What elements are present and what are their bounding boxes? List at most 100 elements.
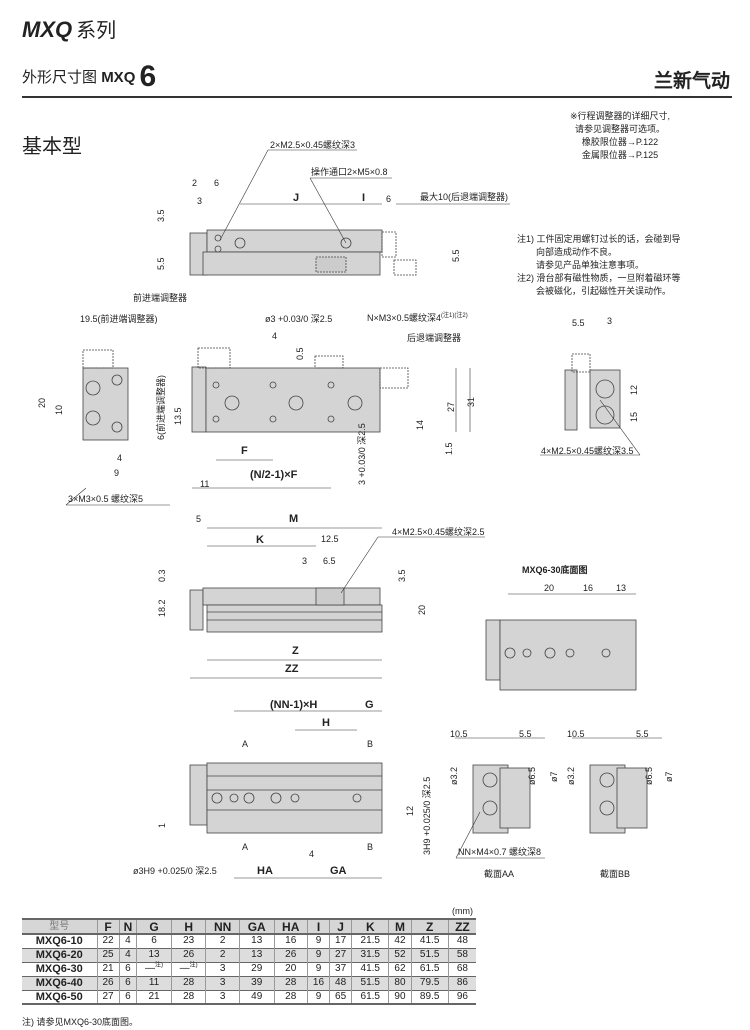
cell-value: 6 xyxy=(125,977,131,988)
dim-H: H xyxy=(322,717,330,729)
table-cell: 3 xyxy=(205,990,240,1004)
cell-value: 16 xyxy=(312,977,325,988)
cell-value: MXQ6-20 xyxy=(35,949,83,961)
cell-value: 25 xyxy=(102,949,114,960)
table-cell: 51.5 xyxy=(410,948,449,962)
note-line: 注2) 滑台部有磁性物质，一旦附着磁环等 xyxy=(517,273,681,283)
table-cell: 39 xyxy=(238,976,275,990)
cell-value: 48 xyxy=(335,977,347,988)
table-cell: 61.5 xyxy=(351,990,389,1004)
subtitle-model: MXQ xyxy=(101,69,136,86)
table-cell: 49 xyxy=(238,990,275,1004)
cell-value: — xyxy=(179,963,190,974)
cell-value: 13 xyxy=(251,949,263,960)
table-cell: 41.5 xyxy=(351,962,389,976)
table-cell: 6 xyxy=(118,962,137,976)
table-cell: 48 xyxy=(447,934,476,948)
table-cell: 23 xyxy=(170,934,206,948)
cell-value: 68 xyxy=(456,963,468,974)
table-cell: 27 xyxy=(96,990,120,1004)
section-marker-a: A xyxy=(242,842,249,852)
series-model: MXQ xyxy=(22,17,73,42)
tap-callout: 4×M2.5×0.45螺纹深3.5 xyxy=(541,446,634,456)
column-header: H xyxy=(170,918,206,935)
cell-value: 6 xyxy=(125,963,131,974)
cell-value: — xyxy=(145,963,156,974)
note-line: 请参见调整器可选项。 xyxy=(575,124,666,134)
table-cell: 9 xyxy=(306,962,330,976)
cell-note-marker: 注) xyxy=(155,962,164,969)
cell-value: 6 xyxy=(125,990,131,1002)
dim-label: 5.5 xyxy=(636,729,649,739)
dim-label: 1.5 xyxy=(444,442,454,455)
table-cell: 6 xyxy=(118,976,137,990)
table-cell: 68 xyxy=(447,962,476,976)
table-cell: 13 xyxy=(136,948,172,962)
table-cell: 28 xyxy=(170,990,206,1004)
dim-label: 1 xyxy=(157,822,167,828)
table-cell: 26 xyxy=(170,948,206,962)
cell-value: 39 xyxy=(251,977,263,988)
table-cell: 9 xyxy=(306,990,330,1004)
cell-value: 3 xyxy=(219,963,226,974)
table-footnote: 注) 请参见MXQ6-30底面图。 xyxy=(22,1017,139,1027)
dim-label: 4 xyxy=(117,453,123,463)
note-line: 请参见产品单独注意事项。 xyxy=(536,260,645,270)
drawing-subtitle: 外形尺寸图 MXQ 6 xyxy=(22,60,156,94)
table-cell: 61.5 xyxy=(410,962,449,976)
dim-label: 2 xyxy=(192,178,198,188)
dim-label: 9 xyxy=(114,468,120,478)
table-cell: 6 xyxy=(136,934,172,948)
cell-value: 41.5 xyxy=(419,935,440,947)
section-marker-a: A xyxy=(242,739,249,749)
dim-label: ø7 xyxy=(664,771,674,782)
bottom30-title: MXQ6-30底面图 xyxy=(522,565,588,575)
cell-value: 61.5 xyxy=(360,990,380,1002)
table-cell: 80 xyxy=(388,976,412,990)
subtitle-cn: 外形尺寸图 xyxy=(22,69,98,86)
cell-value: MXQ6-30 xyxy=(35,963,83,975)
dim-label: 5.5 xyxy=(451,249,461,262)
dim-K: K xyxy=(256,534,264,546)
cell-value: 13 xyxy=(251,935,263,947)
table-cell: MXQ6-50 xyxy=(22,990,97,1004)
cell-value: 52 xyxy=(394,949,406,960)
cell-value: 51.5 xyxy=(419,949,440,960)
table-cell: 31.5 xyxy=(351,948,389,962)
table-cell: 86 xyxy=(447,976,476,990)
note-line: 金属限位器→P.125 xyxy=(581,150,659,160)
dim-label: 3.5 xyxy=(156,209,166,222)
table-cell: 28 xyxy=(170,976,206,990)
max-stroke-adjuster: 最大10(后退端调整器) xyxy=(420,192,509,202)
column-header: J xyxy=(329,918,352,935)
table-cell: 4 xyxy=(118,934,137,948)
table-cell: 21.5 xyxy=(351,934,389,948)
cell-value: 96 xyxy=(456,990,468,1002)
dim-label: 14 xyxy=(415,419,425,430)
table-cell: 42 xyxy=(388,934,412,948)
cell-value: 21.5 xyxy=(360,935,380,947)
dim-label: ø6.5 xyxy=(527,766,537,785)
cell-value: 28 xyxy=(285,990,297,1002)
cell-value: 28 xyxy=(183,977,195,988)
table-cell: 26 xyxy=(273,948,308,962)
cell-value: MXQ6-50 xyxy=(35,990,83,1003)
cell-value: 29 xyxy=(251,963,263,974)
column-header: I xyxy=(306,918,330,935)
column-header: GA xyxy=(238,918,275,935)
cell-value: 31.5 xyxy=(360,949,380,960)
dim-HA: HA xyxy=(257,865,273,877)
rear-adjuster-callout: 后退端调整器 xyxy=(407,333,462,343)
dim-label: 5.5 xyxy=(156,257,166,270)
cell-value: 61.5 xyxy=(419,963,440,974)
table-cell: 6 xyxy=(118,990,137,1004)
table-cell: 3 xyxy=(205,962,240,976)
series-cn: 系列 xyxy=(76,20,117,42)
dim-label: 12 xyxy=(405,805,415,816)
table-cell: 26 xyxy=(96,976,120,990)
